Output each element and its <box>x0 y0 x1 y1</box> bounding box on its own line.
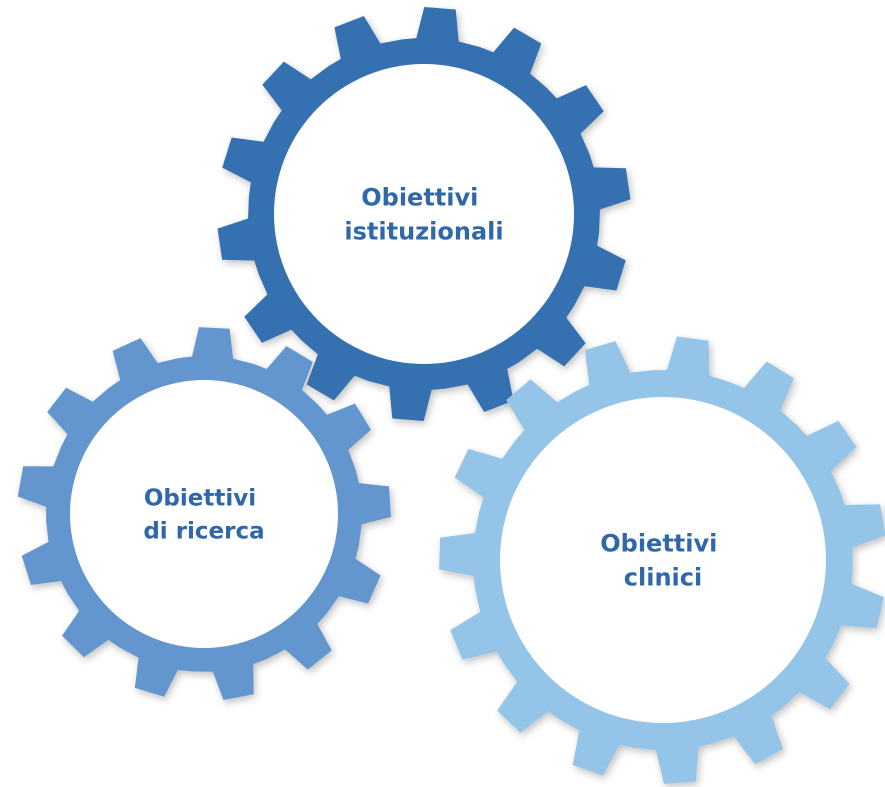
gear-clinici: Obiettivi clinici <box>439 336 885 784</box>
gear-ricerca-center <box>70 380 338 648</box>
gear-ricerca: Obiettivi di ricerca <box>17 327 391 700</box>
gear-istituzionali-center <box>274 64 574 364</box>
gear-clinici-label-line-2: clinici <box>624 563 702 591</box>
gear-istituzionali-label-line-1: Obiettivi <box>361 183 478 211</box>
gear-clinici-label-line-1: Obiettivi <box>600 529 717 557</box>
gear-istituzionali: Obiettivi istituzionali <box>217 7 631 421</box>
gear-clinici-label: Obiettivi clinici <box>600 529 726 591</box>
gear-clinici-center <box>500 397 826 723</box>
gear-istituzionali-label-line-2: istituzionali <box>344 217 503 245</box>
gear-ricerca-label-line-1: Obiettivi <box>144 486 256 512</box>
gear-istituzionali-label: Obiettivi istituzionali <box>344 183 503 245</box>
gear-ricerca-label-line-2: di ricerca <box>143 519 264 545</box>
gear-ricerca-label: Obiettivi di ricerca <box>143 486 264 545</box>
